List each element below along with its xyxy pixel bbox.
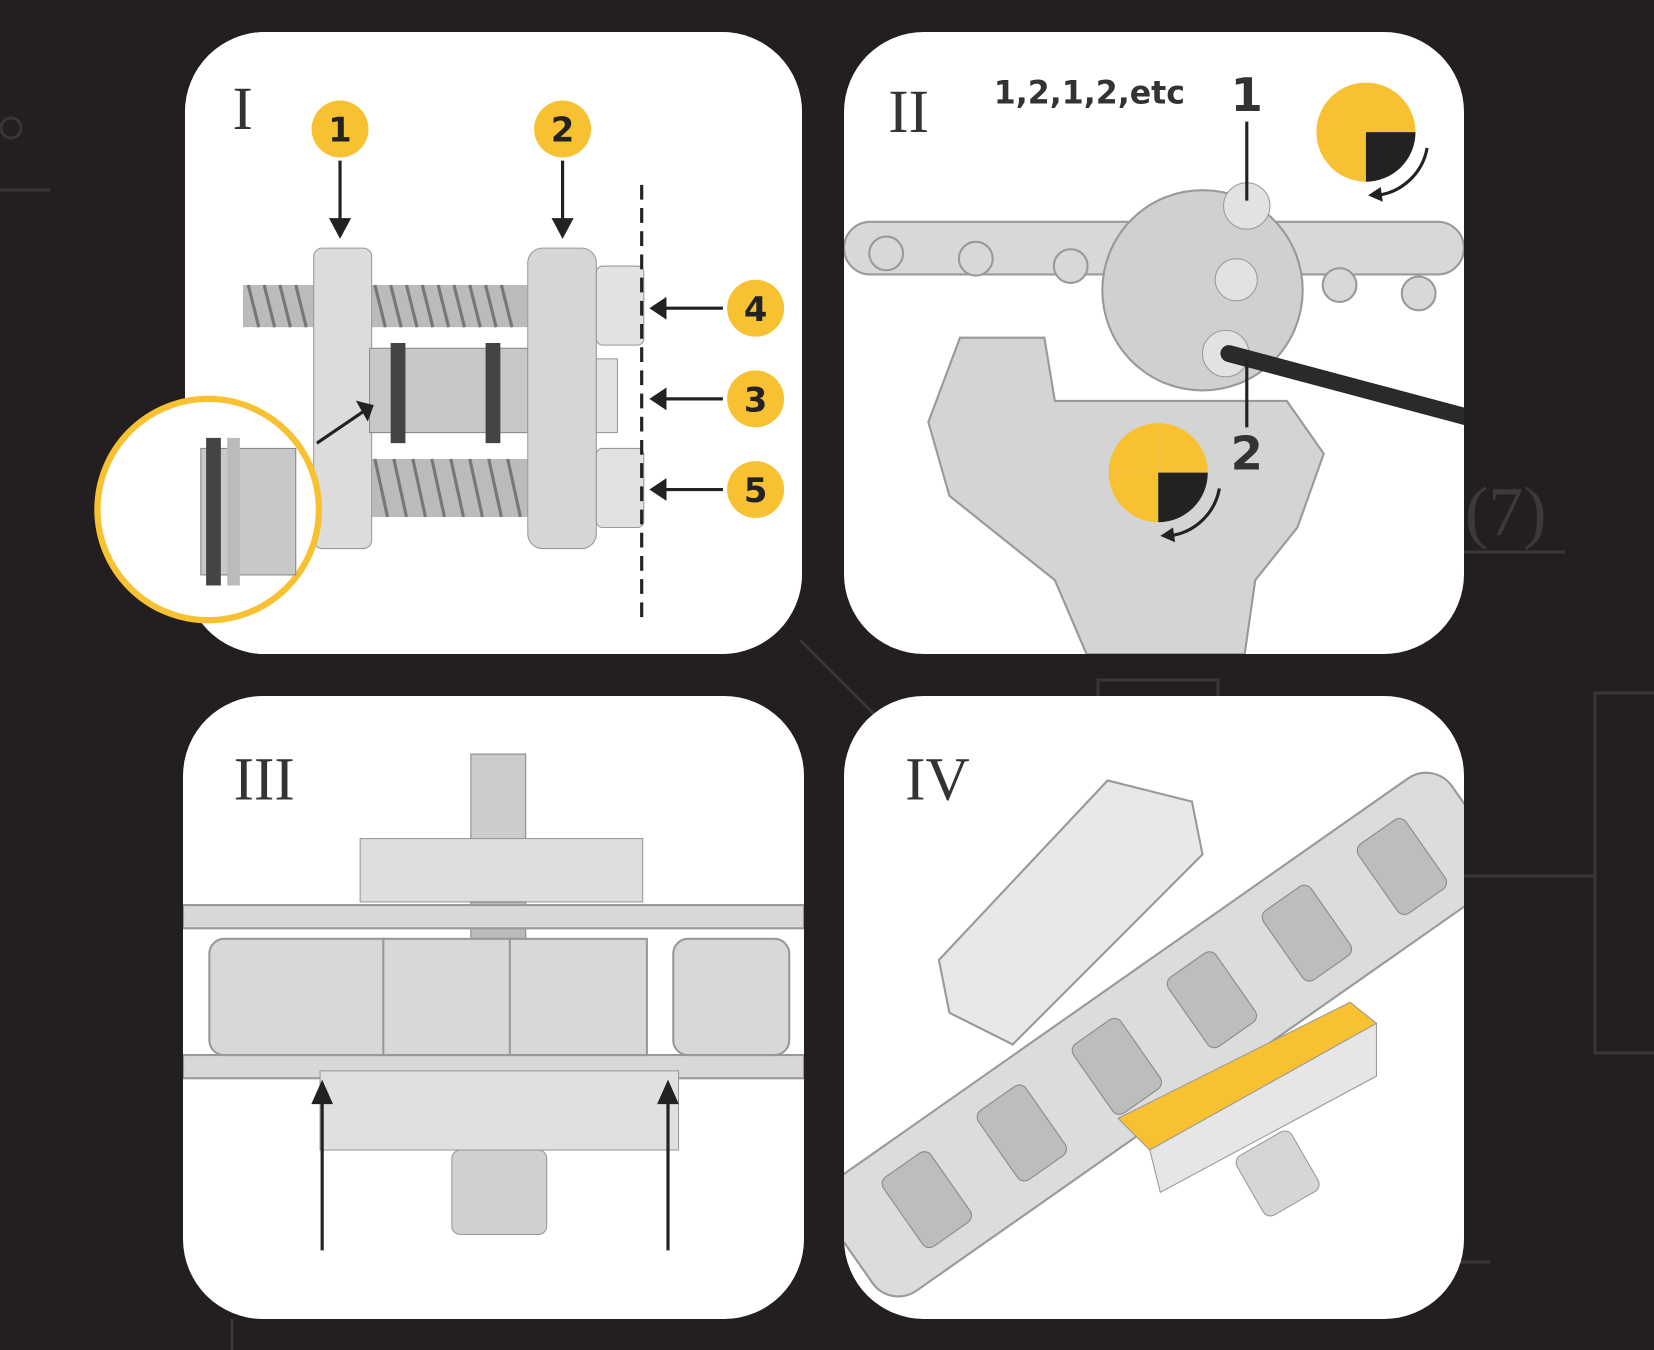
bolt-label-2: 2 xyxy=(1231,427,1263,481)
plate-1 xyxy=(313,247,373,550)
bolt-label-1: 1 xyxy=(1231,68,1263,122)
step-numeral: IV xyxy=(905,745,970,813)
background-label: (7) xyxy=(1465,474,1547,551)
callout-5: 5 xyxy=(727,461,785,519)
svg-text:4: 4 xyxy=(744,290,767,329)
plate-2 xyxy=(527,247,597,550)
panel-step-1: I 1 2 4 3 5 xyxy=(94,32,802,654)
hex-key xyxy=(1220,345,1464,425)
svg-text:3: 3 xyxy=(744,381,767,420)
callout-3: 3 xyxy=(727,370,785,428)
step-numeral: I xyxy=(232,76,252,143)
rotate-quarter-icon xyxy=(1316,82,1429,202)
tool-base xyxy=(319,1070,680,1151)
svg-text:2: 2 xyxy=(551,111,574,150)
tightening-sequence: 1,2,1,2,etc xyxy=(994,76,1185,112)
yellow-jaw xyxy=(1117,1001,1378,1217)
chain xyxy=(844,771,1464,1298)
rotate-quarter-icon xyxy=(1108,423,1221,543)
panel-step-4: IV xyxy=(844,696,1464,1319)
svg-text:1: 1 xyxy=(328,111,351,150)
panel-step-2: II 1,2,1,2,etc 1 2 xyxy=(844,32,1464,654)
step-numeral: III xyxy=(234,745,295,813)
callout-4: 4 xyxy=(727,279,785,337)
tensioner-body xyxy=(937,779,1204,1046)
callout-2: 2 xyxy=(534,100,592,158)
svg-text:5: 5 xyxy=(744,471,767,510)
chain xyxy=(183,904,804,1080)
callout-1: 1 xyxy=(311,100,369,158)
panel-step-3: III xyxy=(183,696,804,1319)
step-numeral: II xyxy=(888,79,929,146)
magnifier-detail xyxy=(94,395,323,624)
